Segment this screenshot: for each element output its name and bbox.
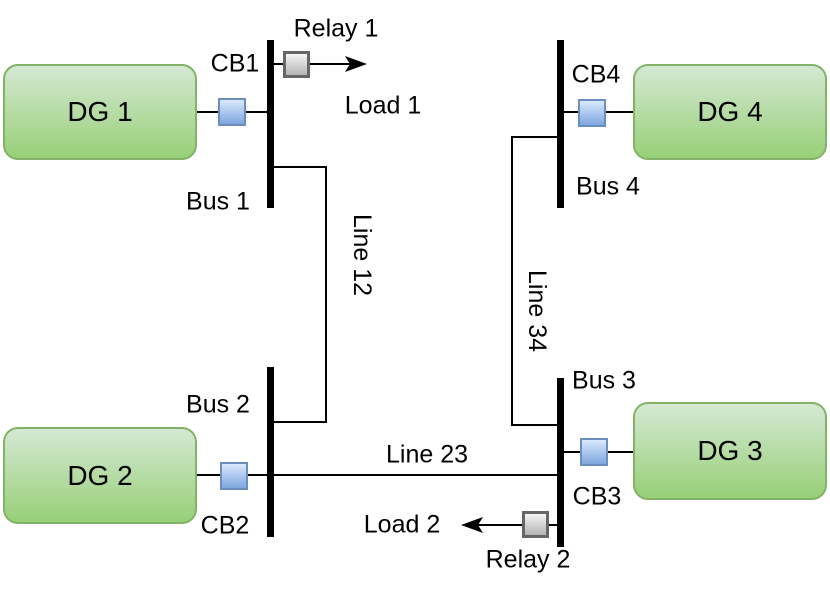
- cb3-label: CB3: [572, 482, 622, 511]
- line12-vertical-segment: [325, 166, 327, 423]
- line23-label: Line 23: [385, 440, 469, 469]
- bus1-bar: [267, 40, 274, 208]
- relay2-square: [522, 511, 549, 538]
- bus3-label: Bus 3: [572, 366, 636, 395]
- cb2-bus2-connector: [248, 474, 267, 476]
- dg2-label: DG 2: [67, 459, 133, 491]
- cb1-label: CB1: [210, 49, 260, 78]
- bus4-label: Bus 4: [576, 172, 640, 201]
- relay2-label: Relay 2: [485, 545, 571, 574]
- bus3-relay2-stub: [548, 524, 557, 526]
- relay1-arrow-line: [310, 63, 350, 65]
- bus3-cb3-connector: [564, 451, 580, 453]
- cb3-square: [580, 438, 608, 466]
- dg2-cb2-connector: [197, 474, 220, 476]
- relay2-arrow-line: [478, 524, 522, 526]
- line34-label: Line 34: [522, 269, 551, 353]
- dg3-box: DG 3: [633, 402, 827, 500]
- dg4-box: DG 4: [633, 64, 827, 160]
- arrow-left-icon: [461, 517, 483, 533]
- dg2-box: DG 2: [3, 427, 197, 524]
- bus4-bar: [557, 40, 564, 208]
- cb4-dg4-connector: [606, 111, 633, 113]
- dg4-label: DG 4: [697, 96, 763, 127]
- line34-bottom-segment: [512, 424, 557, 426]
- relay1-label: Relay 1: [293, 14, 379, 43]
- cb2-label: CB2: [200, 511, 250, 540]
- cb4-square: [578, 99, 606, 127]
- cb1-bus1-connector: [246, 111, 267, 113]
- line12-bottom-segment: [274, 421, 327, 423]
- line34-vertical-segment: [511, 136, 513, 426]
- cb3-dg3-connector: [608, 451, 633, 453]
- arrow-right-icon: [345, 56, 367, 72]
- cb4-label: CB4: [571, 60, 621, 89]
- load1-label: Load 1: [344, 91, 422, 120]
- bus2-label: Bus 2: [186, 390, 250, 419]
- cb2-square: [220, 462, 248, 490]
- bus4-cb4-connector: [564, 111, 578, 113]
- load2-label: Load 2: [363, 510, 441, 539]
- bus1-label: Bus 1: [186, 187, 250, 216]
- relay1-square: [283, 51, 310, 78]
- dg1-cb1-connector: [197, 111, 218, 113]
- line12-top-segment: [274, 166, 327, 168]
- dg1-label: DG 1: [67, 96, 133, 127]
- dg3-label: DG 3: [697, 435, 763, 466]
- line23-segment: [274, 474, 557, 476]
- bus2-bar: [267, 367, 274, 537]
- line34-top-segment: [512, 136, 557, 138]
- bus3-bar: [557, 378, 564, 547]
- bus1-relay1-stub: [274, 63, 283, 65]
- cb1-square: [218, 98, 246, 126]
- line12-label: Line 12: [347, 213, 376, 297]
- dg1-box: DG 1: [3, 64, 197, 160]
